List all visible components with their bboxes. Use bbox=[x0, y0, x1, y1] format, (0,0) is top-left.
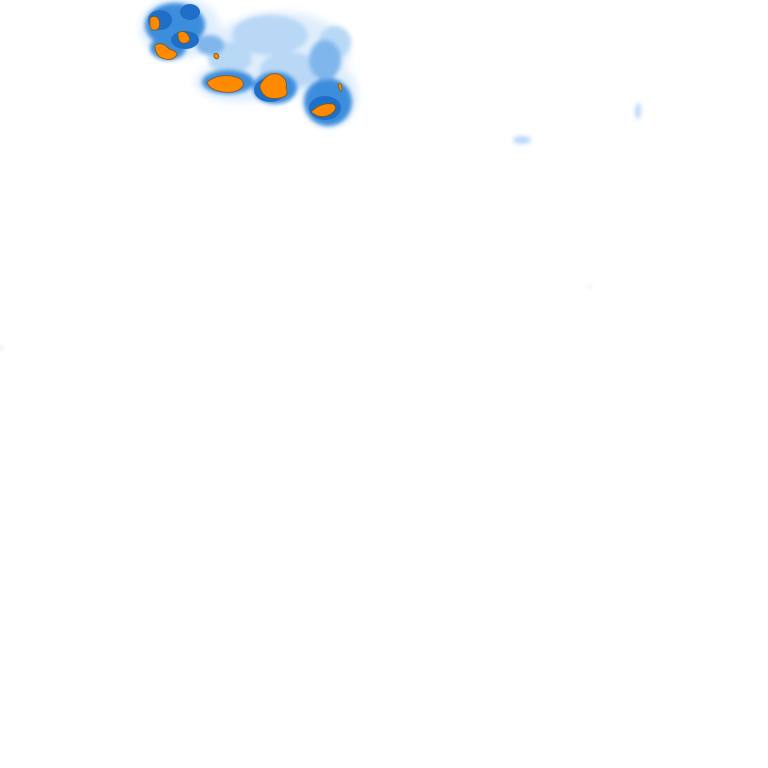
precip-extreme-cell bbox=[154, 43, 178, 60]
precip-extreme-cell bbox=[310, 103, 336, 117]
precip-medium bbox=[196, 35, 224, 55]
precip-echo bbox=[513, 136, 531, 144]
precip-echo bbox=[588, 285, 592, 289]
precip-heavy bbox=[180, 4, 200, 20]
precip-echo bbox=[0, 345, 3, 351]
precip-cluster-main bbox=[140, 0, 358, 127]
precip-extreme-cell bbox=[177, 31, 190, 44]
precip-extreme-cell bbox=[213, 53, 220, 60]
precip-extreme-cell bbox=[259, 73, 288, 99]
precip-isolated-echoes bbox=[0, 103, 641, 351]
precip-extreme-cell bbox=[206, 75, 244, 93]
precip-light bbox=[232, 15, 308, 55]
precip-medium bbox=[309, 40, 341, 80]
precip-extreme-cell bbox=[149, 16, 160, 31]
precip-echo bbox=[635, 103, 641, 119]
precip-extreme-cell bbox=[337, 83, 343, 92]
